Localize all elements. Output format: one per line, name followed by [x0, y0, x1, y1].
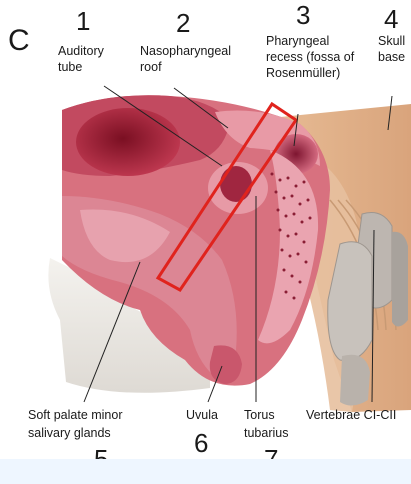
label-5-line2: salivary glands: [28, 426, 111, 441]
bottom-strip: [0, 459, 411, 484]
panel-letter: C: [8, 26, 30, 56]
label-2-number: 2: [176, 10, 190, 36]
label-4-line2: base: [378, 50, 405, 65]
label-2-line1: Nasopharyngeal: [140, 44, 231, 59]
label-3-number: 3: [296, 2, 310, 28]
nasal-cavity: [76, 108, 180, 176]
label-4-number: 4: [384, 6, 398, 32]
label-2-line2: roof: [140, 60, 162, 75]
label-1-line2: tube: [58, 60, 82, 75]
label-3-line1: Pharyngeal: [266, 34, 329, 49]
label-3-line2: recess (fossa of: [266, 50, 354, 65]
label-3-line3: Rosenmüller): [266, 66, 340, 81]
vertebra-c2-lower: [340, 355, 370, 406]
label-1-number: 1: [76, 8, 90, 34]
label-7-line2: tubarius: [244, 426, 288, 441]
label-6-number: 6: [194, 430, 208, 456]
vertebra-right: [392, 232, 408, 327]
label-1-line1: Auditory: [58, 44, 104, 59]
label-5-line1: Soft palate minor: [28, 408, 123, 423]
auditory-tube-opening: [220, 166, 252, 202]
label-6-line1: Uvula: [186, 408, 218, 423]
label-4-line1: Skull: [378, 34, 405, 49]
label-8-line1: Vertebrae CI-CII: [306, 408, 396, 423]
label-7-line1: Torus: [244, 408, 275, 423]
